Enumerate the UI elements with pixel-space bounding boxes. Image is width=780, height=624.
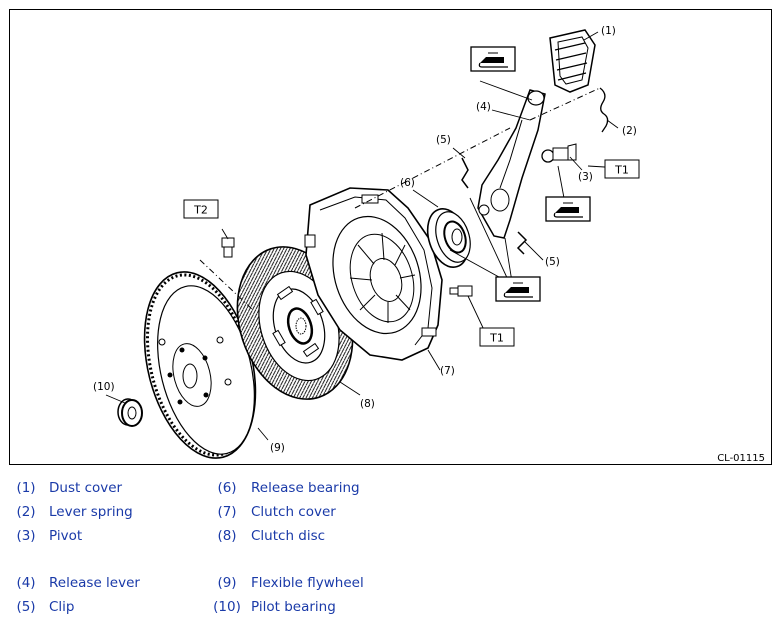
legend-label: Pilot bearing [251, 599, 336, 615]
legend-label: Clutch disc [251, 528, 326, 544]
callout-6: (6) [400, 177, 415, 189]
legend-number: (3) [16, 528, 36, 544]
callout-10: (10) [93, 381, 115, 393]
legend-label: Dust cover [49, 480, 123, 496]
dust-cover [549, 29, 596, 93]
legend-label: Clip [49, 599, 75, 615]
callout-4: (4) [476, 101, 491, 113]
torque-tag-t2: T2 [183, 199, 219, 219]
legend-number: (1) [16, 480, 36, 496]
clip-lower [516, 231, 528, 255]
legend-label: Flexible flywheel [251, 575, 364, 591]
callout-3: (3) [578, 171, 593, 183]
grease-icon [495, 276, 541, 302]
legend-number: (4) [16, 575, 36, 591]
callout-5-upper: (5) [436, 134, 451, 146]
release-lever [477, 89, 546, 239]
clip-upper [461, 157, 469, 189]
callout-9: (9) [270, 442, 285, 454]
lever-spring [599, 87, 609, 133]
legend-number: (6) [217, 480, 237, 496]
svg-text:T1: T1 [614, 164, 629, 177]
legend-label: Release bearing [251, 480, 360, 496]
legend-number: (9) [217, 575, 237, 591]
release-bearing [426, 208, 471, 268]
callout-5-lower: (5) [545, 256, 560, 268]
torque-tag-t1-pivot: T1 [604, 159, 640, 179]
cover-bolt [449, 285, 473, 297]
legend-number: (5) [16, 599, 36, 615]
torque-tag-t1-cover: T1 [479, 327, 515, 347]
legend-label: Clutch cover [251, 504, 336, 520]
clutch-cover [304, 187, 443, 361]
callout-7: (7) [440, 365, 455, 377]
legend-number: (2) [16, 504, 36, 520]
legend-label: Pivot [49, 528, 83, 544]
callout-8: (8) [360, 398, 375, 410]
pilot-bearing [117, 398, 143, 427]
callout-2: (2) [622, 125, 637, 137]
legend-number: (8) [217, 528, 237, 544]
exploded-diagram: T1 T1 T2 (1) (2) (3) (4) (5) (5) (6) (7)… [9, 9, 772, 465]
callout-1: (1) [601, 25, 616, 37]
pivot [541, 143, 577, 163]
grease-icon [545, 196, 591, 222]
legend-number: (10) [213, 599, 241, 615]
flywheel [143, 271, 257, 459]
legend-number: (7) [217, 504, 237, 520]
legend-label: Release lever [49, 575, 140, 591]
flywheel-bolt [221, 237, 235, 258]
legend-label: Lever spring [49, 504, 133, 520]
grease-icon [470, 46, 516, 72]
svg-text:T1: T1 [489, 332, 504, 345]
svg-text:T2: T2 [193, 204, 208, 217]
figure-code: CL-01115 [717, 453, 765, 464]
